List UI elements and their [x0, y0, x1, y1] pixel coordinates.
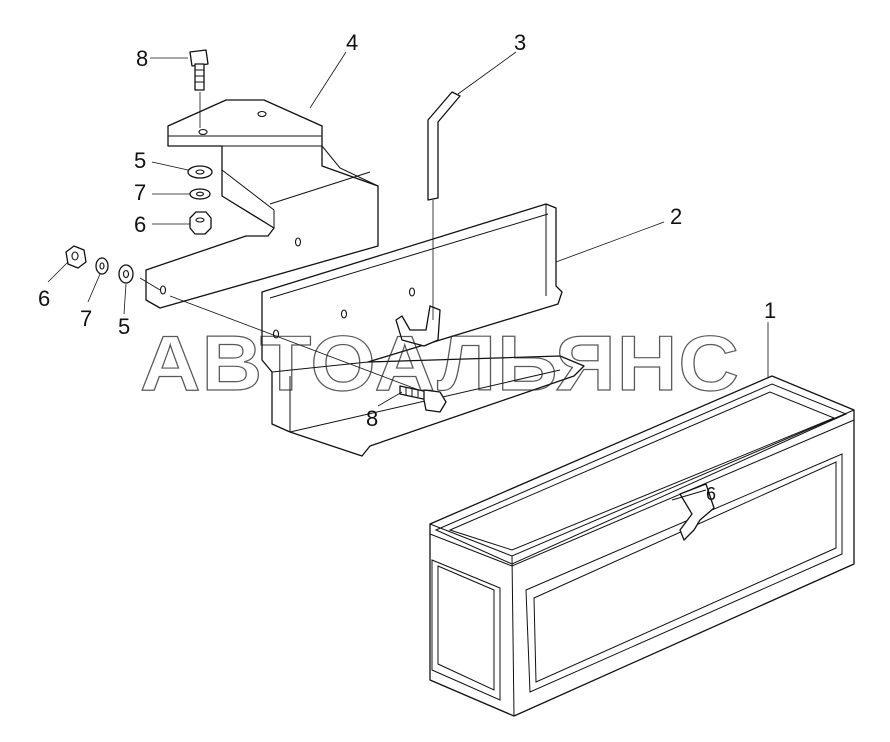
nut-6-left [65, 245, 87, 269]
rod-part-3 [427, 91, 461, 320]
callout-8-top: 8 [136, 46, 148, 71]
callout-7-left: 7 [80, 306, 92, 331]
bolt-8-top [189, 49, 209, 128]
callout-1: 1 [764, 298, 776, 323]
toolbox-part-1 [429, 375, 855, 717]
washer-5-top [187, 165, 213, 179]
callout-leaders [47, 51, 769, 407]
callout-labels: 8 4 3 2 1 5 7 6 6 7 5 8 6 [38, 30, 776, 504]
nut-6-top [189, 211, 212, 235]
callout-6-top: 6 [134, 212, 146, 237]
callout-5-top: 5 [134, 148, 146, 173]
lock-washer-7-left [95, 257, 109, 275]
callout-6-box: 6 [706, 484, 716, 504]
callout-2: 2 [670, 204, 682, 229]
washer-5-left [118, 264, 134, 284]
callout-8-bottom: 8 [366, 406, 378, 431]
callout-7-top: 7 [134, 180, 146, 205]
bracket-part-4 [145, 99, 379, 309]
watermark-text: АВТОАЛЬЯНС [140, 319, 740, 407]
callout-4: 4 [346, 30, 358, 55]
bolt-8-bottom [399, 385, 447, 413]
callout-3: 3 [514, 30, 526, 55]
lock-washer-7-top [189, 188, 211, 200]
callout-6-left: 6 [38, 286, 50, 311]
callout-5-left: 5 [118, 314, 130, 339]
